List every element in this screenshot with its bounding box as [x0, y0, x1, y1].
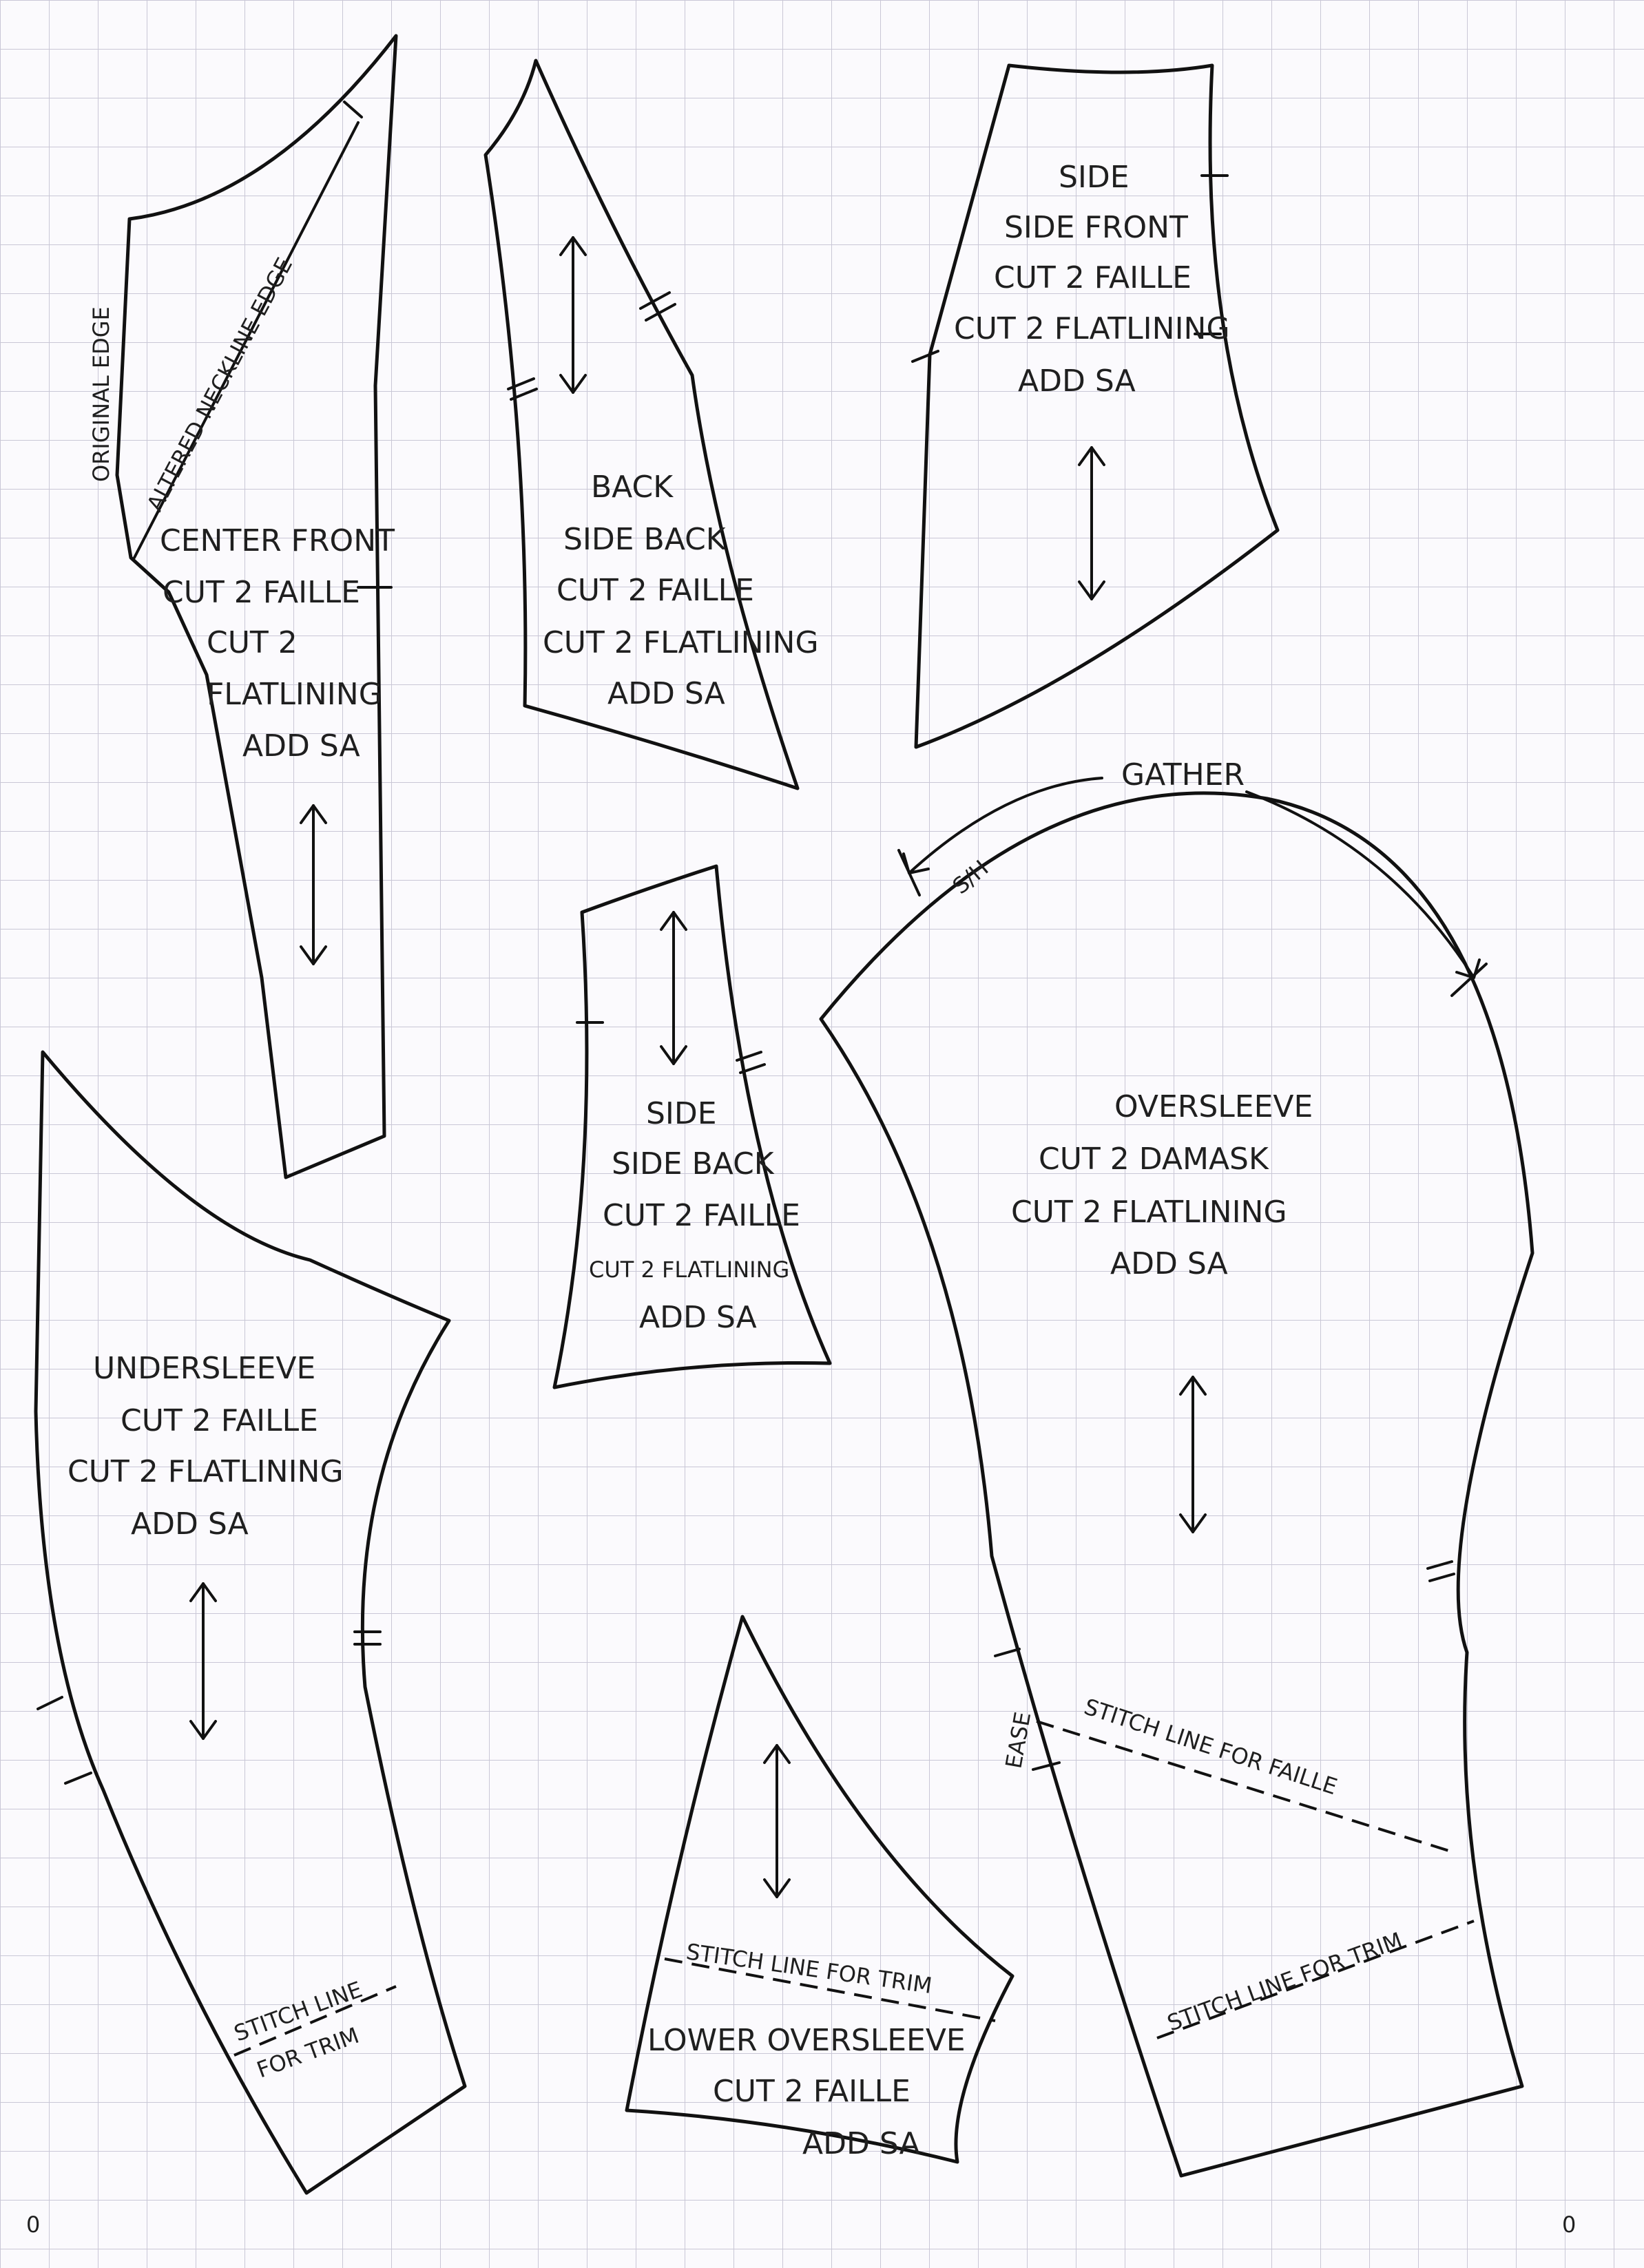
side-back-line-4: CUT 2 FLATLINING: [589, 1257, 789, 1283]
side-front-line-1: SIDE: [1059, 160, 1130, 195]
back-line-1: BACK: [591, 470, 674, 505]
notch-mark: [739, 1063, 766, 1074]
oversleeve-line-3: CUT 2 FLATLINING: [1011, 1195, 1287, 1230]
notch-mark: [37, 1696, 63, 1710]
back-piece: BACK SIDE BACK CUT 2 FAILLE CUT 2 FLATLI…: [483, 59, 819, 790]
undersleeve-outline: [34, 1050, 467, 2195]
center-front-line-3: CUT 2: [207, 625, 298, 660]
stitch-line-trim: [233, 1985, 397, 2057]
gather-label: GATHER: [1121, 757, 1245, 792]
center-front-outline: [115, 34, 398, 1179]
center-front-line-5: ADD SA: [242, 728, 360, 764]
side-back-line-1: SIDE: [646, 1096, 717, 1131]
oversleeve-line-2: CUT 2 DAMASK: [1039, 1142, 1269, 1177]
notch-mark: [911, 350, 939, 363]
center-front-line-1: CENTER FRONT: [160, 523, 395, 558]
side-front-line-4: CUT 2 FLATLINING: [954, 311, 1230, 346]
notch-mark: [1426, 1560, 1453, 1570]
original-edge-label: ORIGINAL EDGE: [88, 306, 114, 482]
grainline-arrow: [763, 1744, 791, 1898]
notch-mark: [639, 291, 671, 310]
page-mark-left: 0: [26, 2212, 40, 2238]
back-line-2: SIDE BACK: [563, 522, 727, 557]
grainline-arrow: [189, 1582, 217, 1740]
stitch-line-trim: [664, 1957, 996, 2022]
side-back-line-3: CUT 2 FAILLE: [603, 1198, 800, 1233]
side-front-line-2: SIDE FRONT: [1004, 210, 1188, 245]
grainline-arrow: [300, 804, 327, 965]
grainline-arrow: [1179, 1376, 1207, 1533]
stitch-line-faille: [1036, 1720, 1454, 1854]
center-front-line-4: FLATLINING: [207, 677, 382, 712]
notch-mark: [1032, 1761, 1061, 1771]
undersleeve-line-2: CUT 2 FAILLE: [121, 1403, 318, 1438]
grainline-arrow: [559, 236, 587, 394]
oversleeve-line-4: ADD SA: [1110, 1246, 1228, 1281]
side-front-line-5: ADD SA: [1018, 364, 1136, 399]
lower-oversleeve-line-3: ADD SA: [802, 2126, 920, 2161]
undersleeve-line-1: UNDERSLEEVE: [93, 1351, 315, 1386]
notch-mark: [1428, 1573, 1455, 1582]
page-mark-right: 0: [1562, 2212, 1576, 2238]
altered-neckline-line: [133, 121, 360, 559]
notch-mark: [994, 1648, 1021, 1657]
undersleeve-line-4: ADD SA: [131, 1506, 249, 1542]
side-front-outline: [914, 63, 1280, 749]
side-back-line-5: ADD SA: [639, 1300, 757, 1335]
lower-oversleeve-line-2: CUT 2 FAILLE: [713, 2074, 911, 2109]
lower-oversleeve-line-1: LOWER OVERSLEEVE: [647, 2023, 966, 2058]
notch-mark: [507, 377, 535, 390]
back-line-5: ADD SA: [607, 676, 725, 711]
back-line-4: CUT 2 FLATLINING: [543, 625, 819, 660]
notch-mark: [645, 303, 676, 322]
side-back-piece: SIDE SIDE BACK CUT 2 FAILLE CUT 2 FLATLI…: [552, 864, 832, 1389]
notch-mark: [64, 1772, 92, 1785]
side-front-piece: SIDE SIDE FRONT CUT 2 FAILLE CUT 2 FLATL…: [911, 63, 1280, 749]
side-back-outline: [552, 864, 832, 1389]
back-outline: [483, 59, 800, 790]
center-front-line-2: CUT 2 FAILLE: [163, 575, 360, 610]
notch-mark: [343, 101, 363, 118]
side-front-line-3: CUT 2 FAILLE: [994, 260, 1192, 295]
stitch-line-trim: [1156, 1920, 1475, 2039]
gather-arrow: [897, 777, 1488, 997]
back-line-3: CUT 2 FAILLE: [556, 573, 754, 608]
lower-oversleeve-outline: [625, 1615, 1015, 2164]
oversleeve-line-1: OVERSLEEVE: [1114, 1089, 1313, 1124]
grainline-arrow: [1078, 446, 1105, 600]
side-back-line-2: SIDE BACK: [612, 1146, 775, 1182]
notch-mark: [736, 1051, 762, 1062]
grainline-arrow: [660, 911, 687, 1065]
notch-mark: [510, 388, 538, 401]
undersleeve-line-3: CUT 2 FLATLINING: [67, 1454, 344, 1489]
